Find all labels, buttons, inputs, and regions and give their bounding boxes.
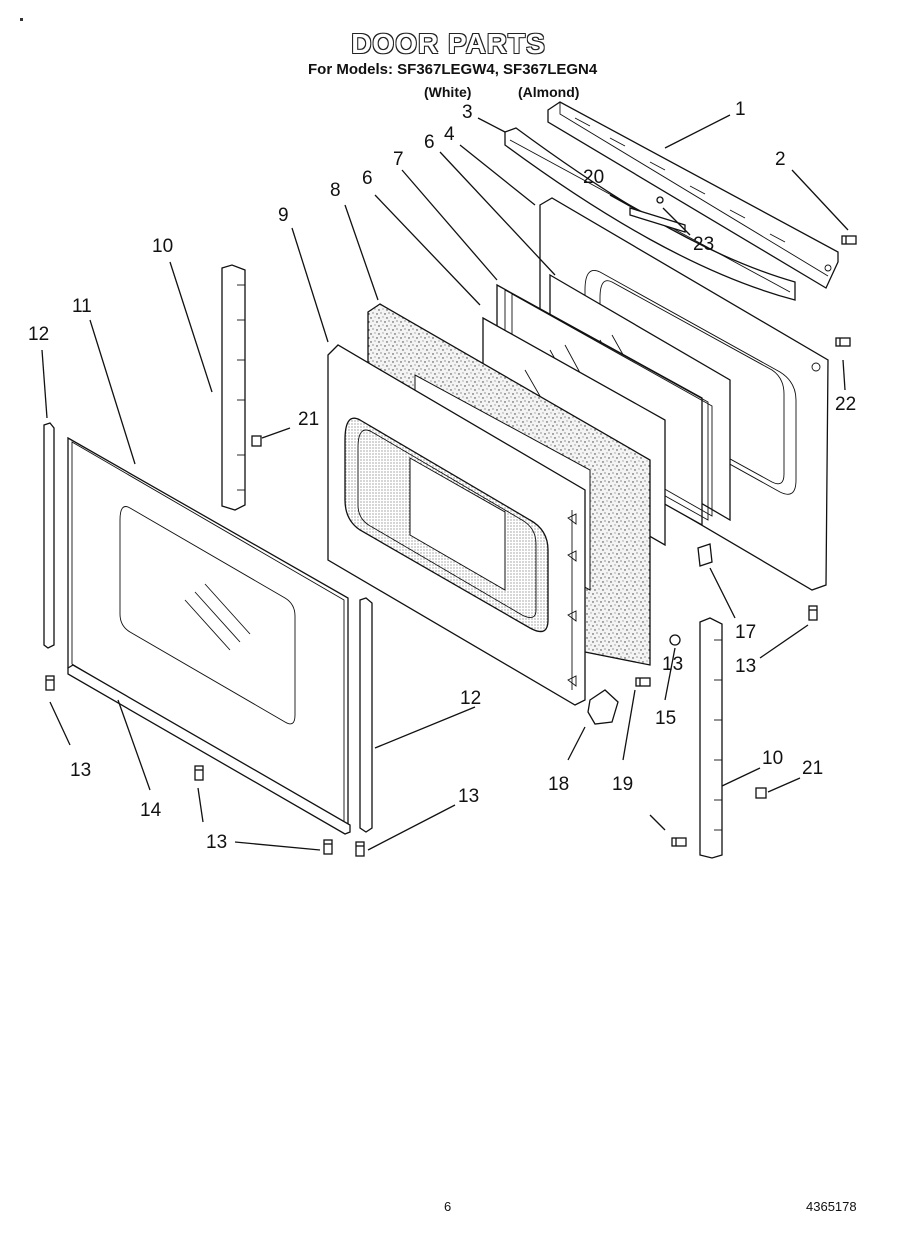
leader-lines <box>41 114 849 851</box>
part-inner-door-liner <box>327 344 586 706</box>
part-bottom-trim <box>67 664 351 835</box>
callout-6b: 6 <box>362 168 373 189</box>
callout-13c: 13 <box>458 786 479 807</box>
callout-21b: 21 <box>802 758 823 779</box>
part-side-channel-right <box>699 617 723 859</box>
callout-numbers: 1 2 3 4 6 6 7 8 9 10 10 11 12 12 13 13 1… <box>28 99 856 853</box>
part-vent-trim <box>547 101 839 289</box>
callout-18: 18 <box>548 774 569 795</box>
screw-icons <box>45 235 857 857</box>
callout-22: 22 <box>835 394 856 415</box>
callout-13d: 13 <box>735 656 756 677</box>
part-trim-strip-right <box>359 597 373 833</box>
callout-4: 4 <box>444 124 455 145</box>
models-line: For Models: SF367LEGW4, SF367LEGN4 <box>308 61 598 78</box>
callout-6a: 6 <box>424 132 435 153</box>
callout-19: 19 <box>612 774 633 795</box>
part-outer-glass <box>67 436 349 832</box>
callout-13a: 13 <box>70 760 91 781</box>
callout-12a: 12 <box>28 324 49 345</box>
callout-9: 9 <box>278 205 289 226</box>
callout-3: 3 <box>462 102 473 123</box>
callout-21a: 21 <box>298 409 319 430</box>
corner-mark <box>20 18 23 21</box>
variant-white: (White) <box>424 84 472 100</box>
page-number: 6 <box>444 1199 452 1214</box>
callout-13b: 13 <box>206 832 227 853</box>
part-side-channel-left <box>221 264 246 511</box>
callout-20: 20 <box>583 167 604 188</box>
part-small-brackets <box>251 435 767 799</box>
callout-8: 8 <box>330 180 341 201</box>
callout-11: 11 <box>72 296 92 317</box>
callout-10a: 10 <box>152 236 173 257</box>
callout-17: 17 <box>735 622 756 643</box>
callout-14: 14 <box>140 800 162 821</box>
callout-15: 15 <box>655 708 676 729</box>
callout-10b: 10 <box>762 748 783 769</box>
callout-7: 7 <box>393 149 404 170</box>
callout-1: 1 <box>735 99 746 120</box>
variant-almond: (Almond) <box>518 84 580 100</box>
callout-12b: 12 <box>460 688 481 709</box>
page-title: DOOR PARTS <box>351 28 546 59</box>
document-number: 4365178 <box>806 1199 857 1214</box>
callout-23: 23 <box>693 234 714 255</box>
callout-13e: 13 <box>662 654 683 675</box>
callout-2: 2 <box>775 149 786 170</box>
part-trim-strip-left <box>43 422 55 649</box>
part-handle-bracket <box>629 196 686 233</box>
